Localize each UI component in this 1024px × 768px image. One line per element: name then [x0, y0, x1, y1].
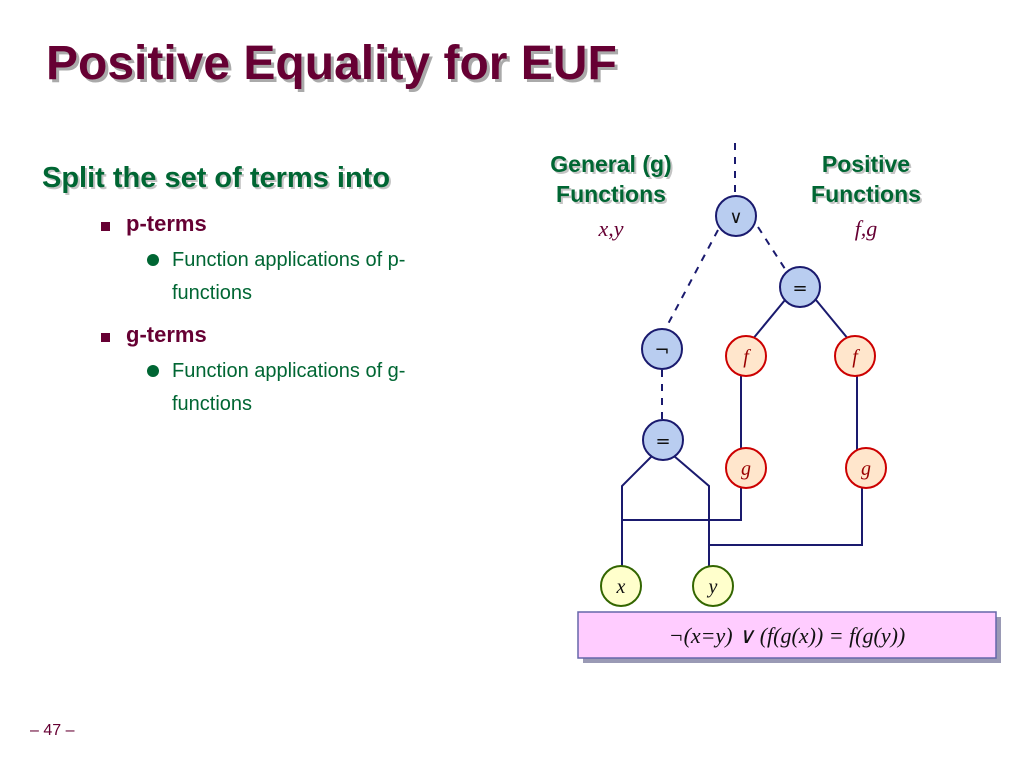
node-y [692, 565, 734, 607]
positive-header-line2-shadow: Functions [813, 183, 923, 209]
node-f-right-label: f [852, 346, 860, 368]
positive-header-line2: Functions [811, 181, 921, 207]
node-or [715, 195, 757, 237]
node-not [641, 328, 683, 370]
node-g-right-label: g [861, 458, 871, 480]
node-or-label: ∨ [729, 207, 742, 228]
bullet-p-terms-desc: Function applications of p-functions [172, 249, 406, 304]
slide-title: Positive Equality for EUF [46, 37, 617, 90]
bullet-square-icon [101, 333, 110, 342]
node-x [600, 565, 642, 607]
edge-eq-f-right [815, 299, 850, 341]
node-g-right [845, 447, 887, 489]
general-header-line2: Functions [556, 181, 666, 207]
general-vars: x,y [597, 216, 623, 241]
node-g-left-label: g [741, 458, 751, 480]
node-x-label: x [616, 576, 626, 598]
bullet-g-terms: g-terms [126, 322, 207, 347]
edge-or-eq-dashed [757, 226, 788, 273]
general-header-line1-shadow: General (g) [552, 153, 673, 179]
node-eq-top [779, 266, 821, 308]
node-f-left [725, 335, 767, 377]
positive-header-line1-shadow: Positive [824, 153, 912, 179]
edge-eq-y [673, 455, 710, 567]
node-eq-bottom [642, 419, 684, 461]
positive-vars: f,g [855, 216, 878, 241]
page-number: – 47 – [30, 722, 75, 739]
edge-g-left-x [622, 483, 742, 521]
node-y-label: y [707, 576, 718, 598]
formula-box [577, 611, 997, 659]
edge-eq-f-left [751, 299, 786, 341]
edge-eq-x [621, 455, 653, 567]
bullet-dot-icon [147, 365, 159, 377]
bullet-dot-icon [147, 254, 159, 266]
positive-header-line1: Positive [822, 151, 910, 177]
general-header-line2-shadow: Functions [558, 183, 668, 209]
bullet-g-terms-desc: Function applications of g-functions [172, 360, 406, 415]
node-f-left-label: f [743, 346, 751, 368]
node-g-left [725, 447, 767, 489]
general-header-line1: General (g) [550, 151, 671, 177]
node-eq-bottom-label: = [655, 431, 670, 452]
node-not-label: ¬ [654, 340, 669, 361]
bullet-square-icon [101, 222, 110, 231]
bullet-p-terms: p-terms [126, 211, 207, 236]
edge-or-not-dashed [667, 229, 719, 325]
formula-text: ¬(x=y) ∨ (f(g(x)) = f(g(y)) [669, 623, 906, 648]
outline-heading: Split the set of terms into [42, 162, 391, 194]
node-f-right [834, 335, 876, 377]
edge-g-right-y [709, 483, 863, 546]
node-eq-top-label: = [792, 278, 807, 299]
